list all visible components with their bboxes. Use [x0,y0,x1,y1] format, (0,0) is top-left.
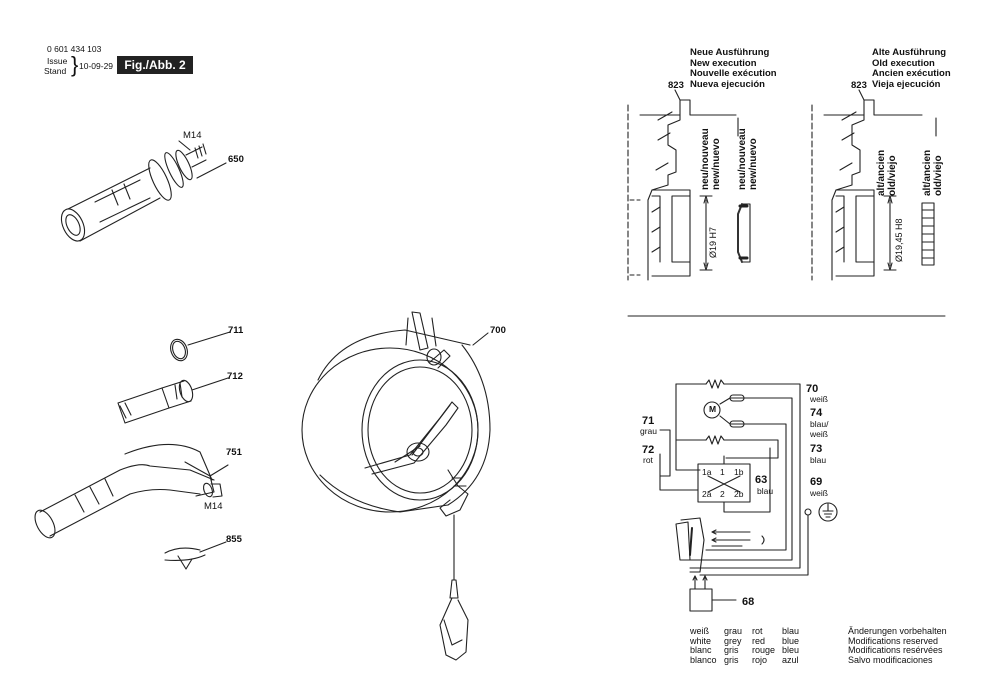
m14-label-top: M14 [183,130,202,141]
side-handle-650 [60,140,227,242]
part-68-number: 68 [742,596,755,608]
figure-badge: Fig./Abb. 2 [117,56,193,74]
old-dimension: Ø19,45 H8 [894,218,904,262]
m14-label-bottom: M14 [204,501,223,512]
switch-1b: 1b [734,467,744,477]
old-vertical-label: alt/ancien old/viejo [876,149,898,196]
issue-date: 10-09-29 [79,61,114,71]
new-vertical-label: neu/nouveau new/nuevo [700,128,722,190]
part-650-label: 650 [228,154,244,165]
switch-2a: 2a [702,489,712,499]
stand-label: Stand [44,66,67,76]
old-execution-section [811,89,937,281]
part-number: 0 601 434 103 [47,44,102,54]
wire-70-color: weiß [810,394,828,404]
old-part-vertical-label: alt/ancien old/viejo [922,149,944,196]
wire-74-color-1: blau/ [810,419,829,429]
part-711-label: 711 [228,325,244,336]
part-712-label: 712 [227,371,243,382]
wire-71-number: 71 [642,415,655,427]
part-63-color: blau [757,486,774,496]
old-execution-title: Alte Ausführung Old execution Ancien exé… [872,47,951,90]
part-700-label: 700 [490,325,506,336]
wire-69-color: weiß [810,488,828,498]
new-execution-title: Neue Ausführung New execution Nouvelle e… [690,47,777,90]
switch-1a: 1a [702,467,712,477]
new-part-vertical-label: neu/nouveau new/nuevo [737,128,759,190]
balancer-700 [301,311,491,661]
part-63-number: 63 [755,474,768,486]
part-855-label: 855 [226,534,242,545]
wire-73-color: blau [810,455,827,465]
wire-74-number: 74 [810,407,823,419]
switch-2: 2 [720,489,725,499]
new-dimension: Ø19 H7 [708,226,718,258]
wire-72-number: 72 [642,444,655,456]
wire-70-number: 70 [806,383,819,395]
side-handle-751 [34,443,229,539]
issue-label: Issue [47,56,68,66]
wire-71-color: grau [640,426,658,436]
switch-1: 1 [720,467,725,477]
wire-69-number: 69 [810,476,823,488]
brace-glyph: } [71,52,79,77]
wire-72-color: rot [643,455,653,465]
wire-73-number: 73 [810,443,823,455]
motor-symbol: M [709,404,717,414]
part-751-label: 751 [226,447,242,458]
new-ref-823: 823 [668,80,684,91]
wire-74-color-2: weiß [810,429,828,439]
switch-2b: 2b [734,489,744,499]
wiring-diagram [659,379,838,612]
old-ref-823: 823 [851,80,867,91]
new-execution-section [627,89,751,281]
